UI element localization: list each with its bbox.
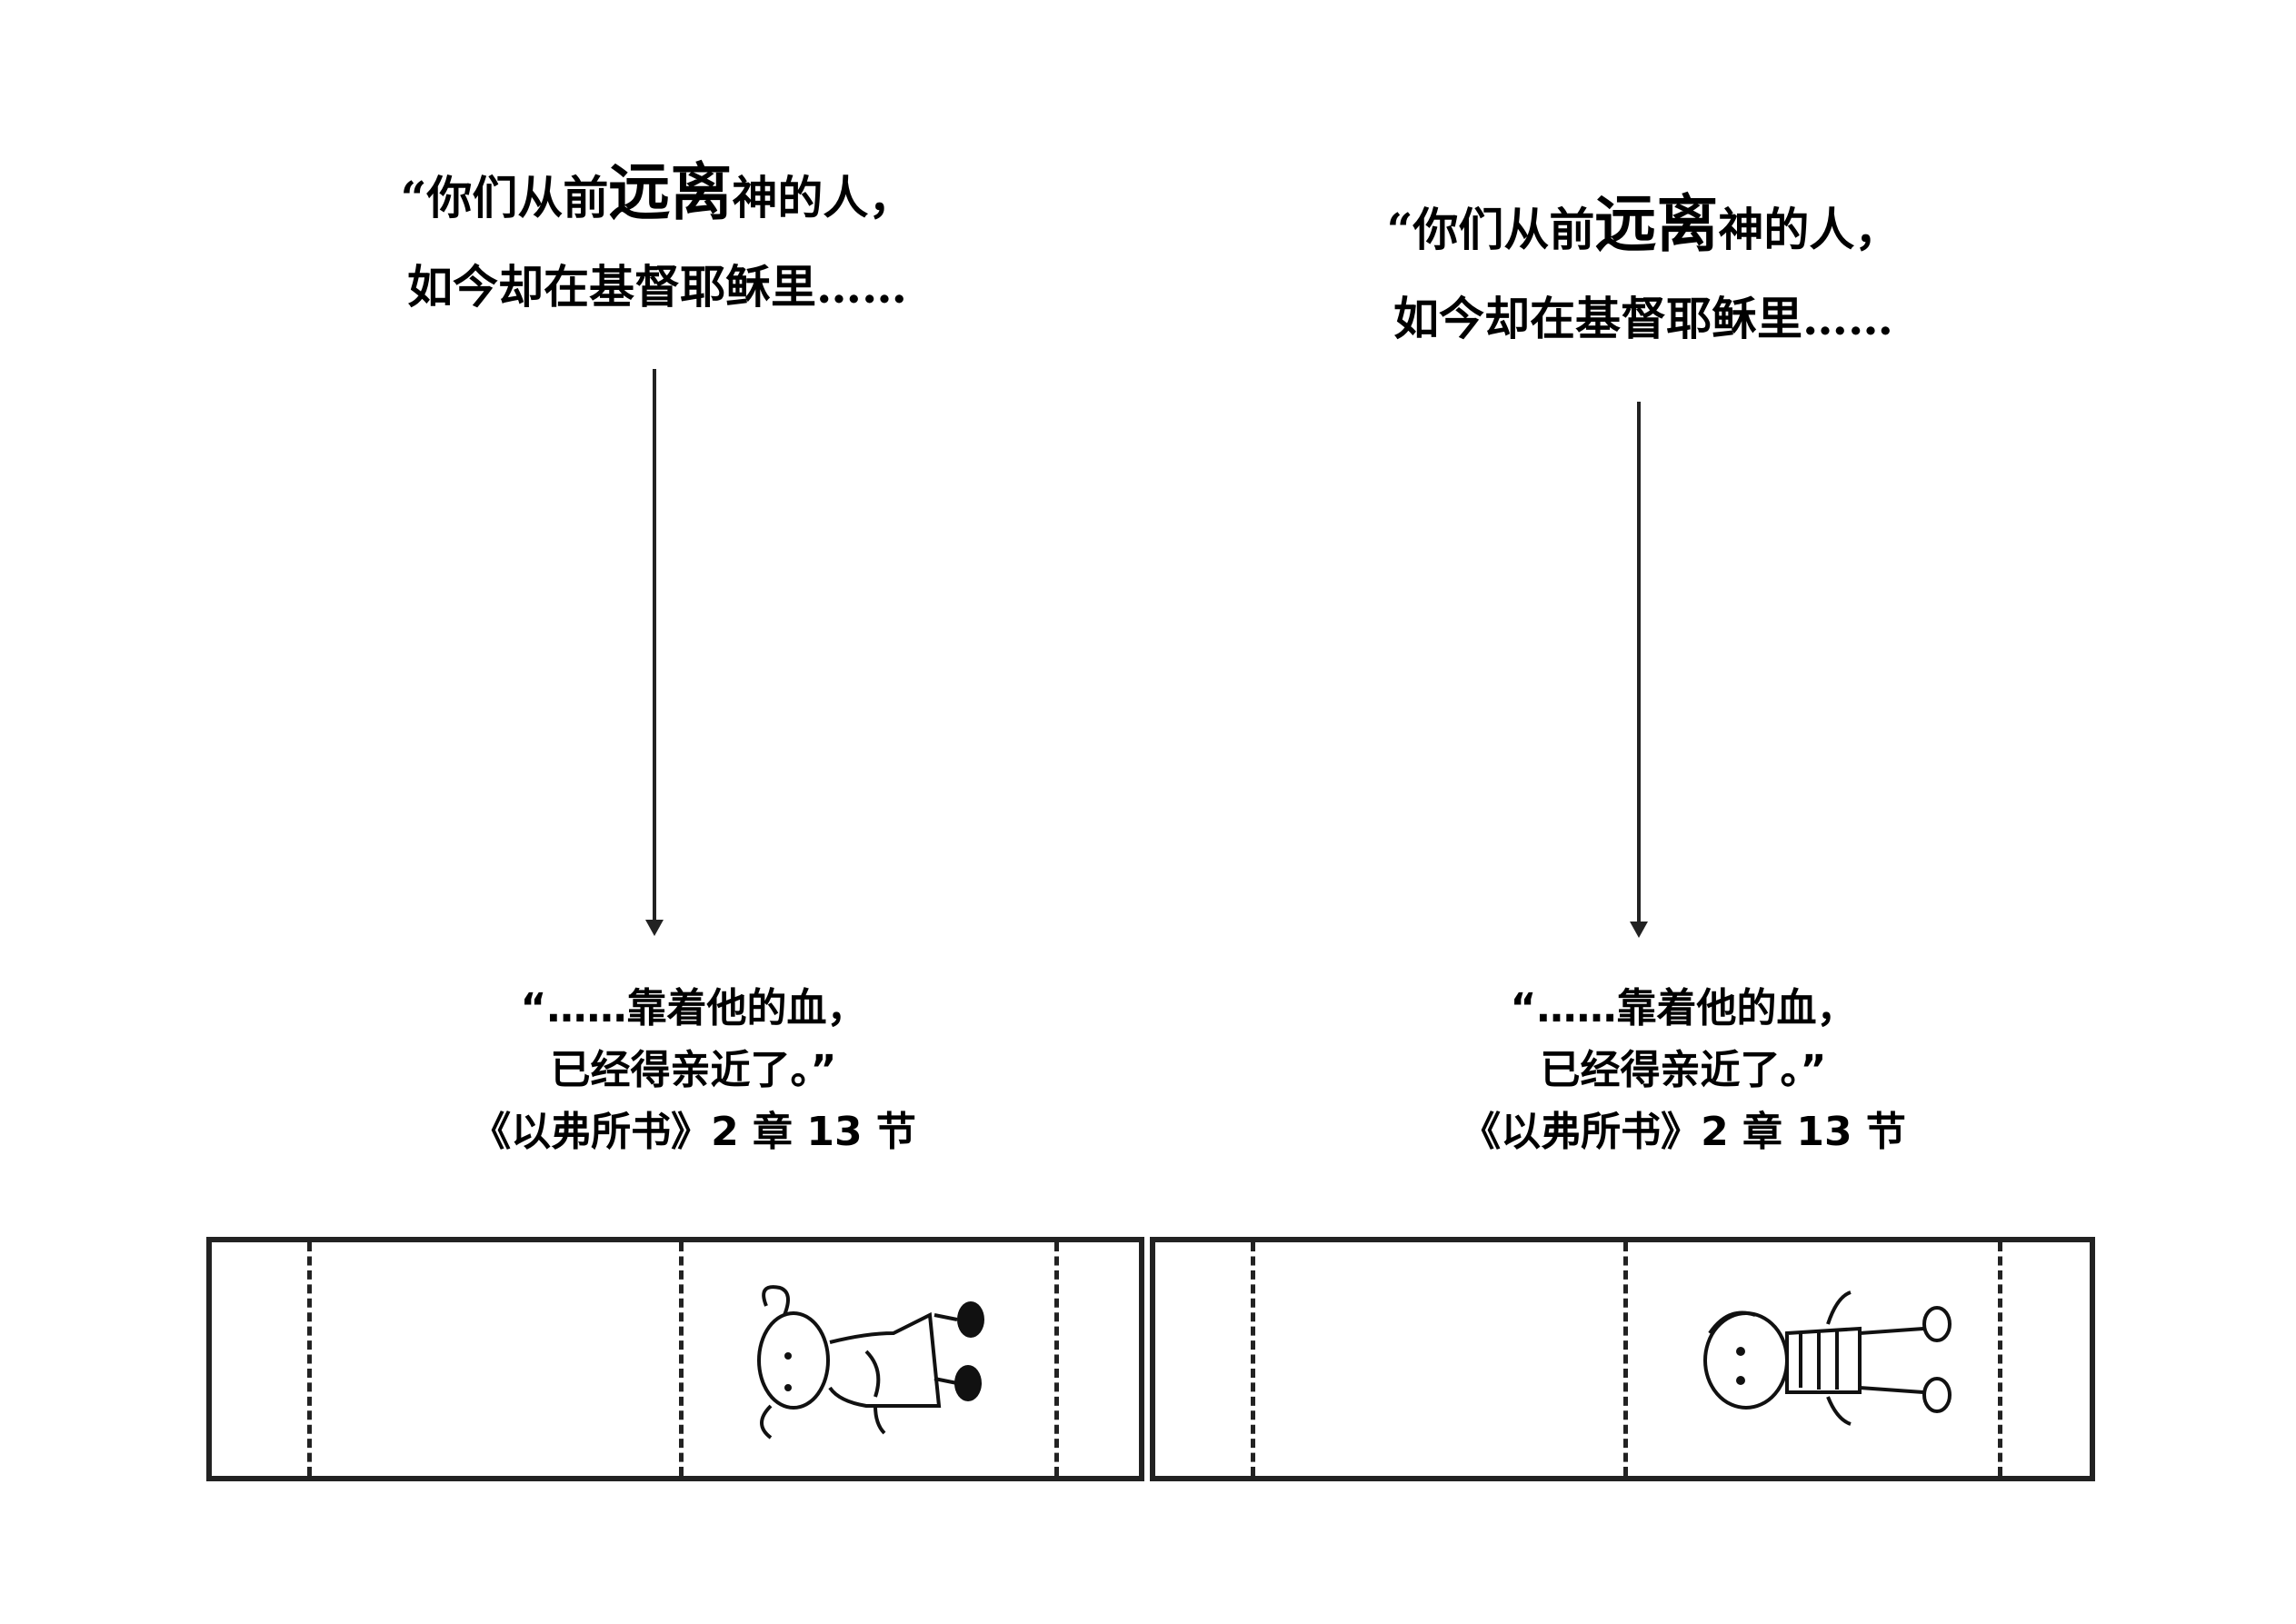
fold-line [1998,1242,2002,1476]
verse-top: “你们从前远离神的人， 如今却在基督耶稣里…… [401,148,914,332]
verse-bottom: “……靠着他的血， 已经得亲近了。” 《以弗所书》2 章 13 节 [1461,978,1906,1163]
verse-emphasis: 远离 [608,156,733,229]
verse-emphasis: 远离 [1594,188,1719,261]
verse-text: 已经得亲近了。” [1540,1047,1827,1093]
verse-text: 如今却在基督耶稣里…… [1393,292,1893,345]
verse-bottom: “……靠着他的血， 已经得亲近了。” 《以弗所书》2 章 13 节 [471,978,916,1163]
verse-text: “……靠着他的血， [520,985,867,1031]
arrow-down-icon [645,369,664,936]
verse-text: “你们从前 [1386,203,1595,256]
verse-text: “……靠着他的血， [1510,985,1857,1031]
verse-text: 神的人， [732,171,914,224]
verse-reference: 《以弗所书》2 章 13 节 [1461,1109,1906,1155]
verse-text: “你们从前 [400,171,609,224]
verse-text: 如今却在基督耶稣里…… [407,260,907,314]
fold-line [1251,1242,1255,1476]
fold-line [1623,1242,1628,1476]
verse-text: 已经得亲近了。” [550,1047,837,1093]
girl-figure-icon [757,1285,984,1440]
arrow-down-icon [1630,402,1648,938]
fold-line [307,1242,312,1476]
fold-line [679,1242,684,1476]
verse-text: 神的人， [1718,203,1901,256]
verse-top: “你们从前远离神的人， 如今却在基督耶稣里…… [1387,180,1901,364]
cutout-strip [206,1237,1144,1481]
cutout-strip [1150,1237,2095,1481]
verse-reference: 《以弗所书》2 章 13 节 [471,1109,916,1155]
fold-line [1054,1242,1059,1476]
boy-figure-icon [1703,1290,1952,1426]
